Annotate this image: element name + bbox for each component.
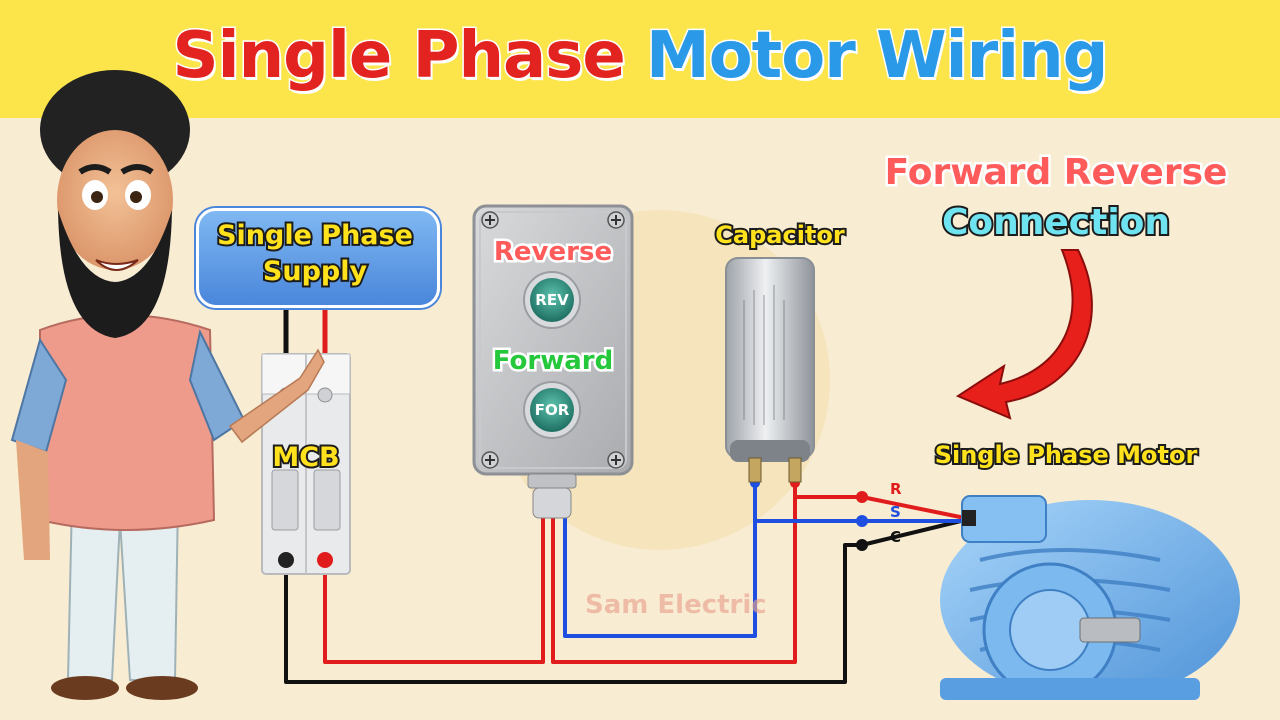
supply-label-line1: Single Phase — [215, 218, 415, 253]
junction-s — [856, 515, 868, 527]
title-part-single-phase: Single Phase — [171, 18, 627, 95]
forward-label: Forward — [490, 344, 615, 379]
junction-r — [856, 491, 868, 503]
for-button-label: FOR — [534, 401, 570, 419]
push-button-station-icon — [472, 204, 634, 519]
rev-button-icon — [530, 278, 574, 322]
for-button-icon — [530, 388, 574, 432]
rev-button-label: REV — [535, 291, 569, 309]
headline-line2: Connection — [940, 200, 1172, 245]
mcb-label: MCB — [270, 440, 341, 475]
motor-label: Single Phase Motor — [933, 439, 1200, 471]
watermark-text: Sam Electric — [585, 590, 767, 620]
wire-neutral-black — [284, 518, 967, 684]
title-part-motor-wiring: Motor Wiring — [644, 18, 1109, 95]
terminal-r-label: R — [890, 480, 902, 498]
title-banner — [0, 0, 1280, 118]
wire-blue-to-capacitor — [563, 485, 757, 638]
supply-label: Single Phase Supply — [196, 218, 434, 290]
curved-red-arrow-icon — [955, 249, 1093, 420]
capacitor-cylinder-icon — [725, 257, 815, 483]
reverse-label: Reverse — [491, 235, 614, 270]
wire-phase-red — [323, 516, 545, 664]
wire-red-to-motor-r — [793, 495, 967, 520]
wire-red-to-capacitor — [551, 485, 797, 664]
electric-motor-icon — [940, 495, 1240, 700]
supply-label-box — [196, 208, 440, 308]
supply-label-line2: Supply — [261, 254, 369, 289]
page-title: Single Phase Motor Wiring — [0, 14, 1280, 98]
person-illustration-icon — [10, 70, 325, 700]
headline-line1: Forward Reverse — [882, 150, 1230, 196]
capacitor-label: Capacitor — [713, 219, 846, 251]
terminal-s-label: S — [890, 503, 901, 521]
terminal-c-label: C — [890, 528, 902, 546]
junction-c — [856, 539, 868, 551]
